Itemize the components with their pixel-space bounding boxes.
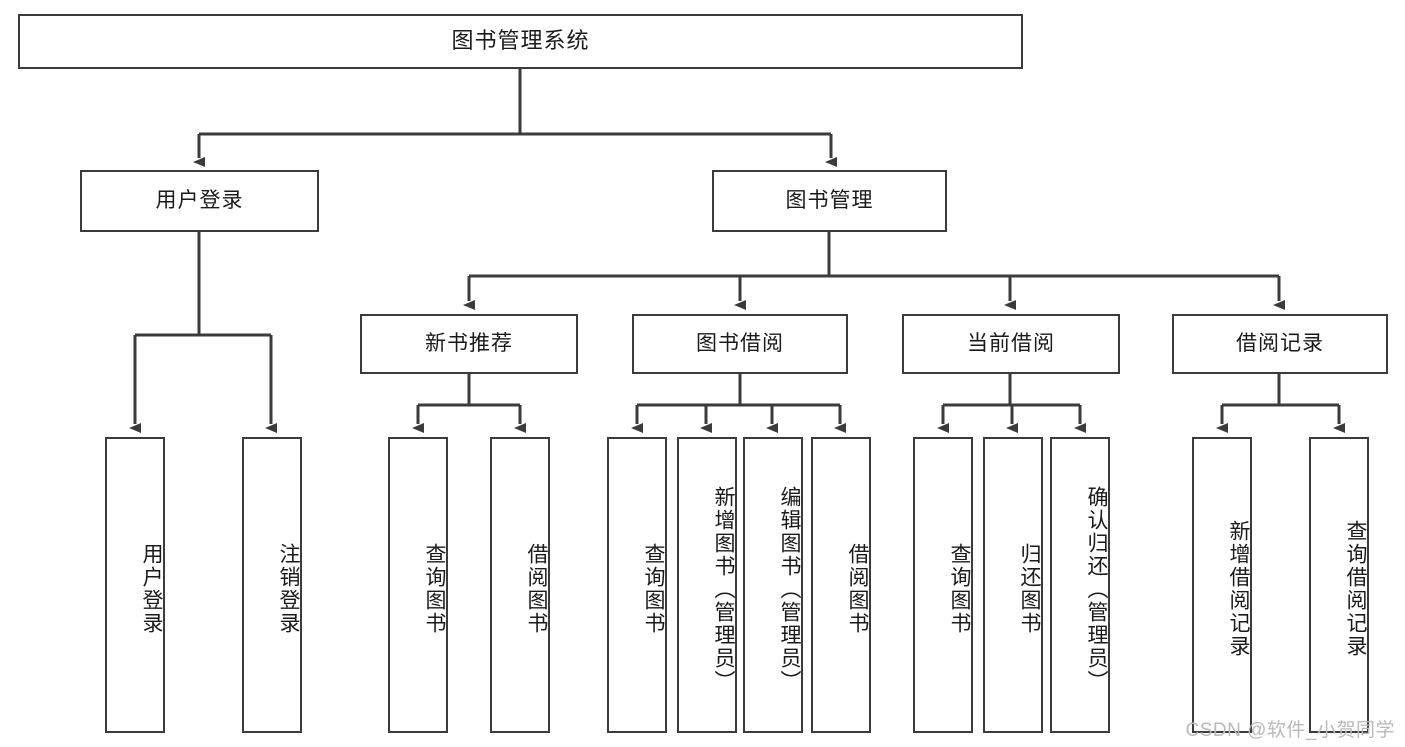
leaf-borrow-book[interactable]: 借阅图书 bbox=[811, 437, 871, 733]
node-label: 用户登录 bbox=[155, 189, 244, 213]
leaf-confirm-return-admin[interactable]: 确认归还（管理员） bbox=[1050, 437, 1110, 733]
node-borrow-record[interactable]: 借阅记录 bbox=[1172, 314, 1388, 374]
node-label: 查询图书 bbox=[948, 543, 971, 635]
node-label: 编辑图书（管理员） bbox=[778, 485, 801, 693]
leaf-edit-book-admin[interactable]: 编辑图书（管理员） bbox=[743, 437, 803, 733]
leaf-logout[interactable]: 注销登录 bbox=[242, 437, 302, 733]
leaf-query-book-current[interactable]: 查询图书 bbox=[913, 437, 973, 733]
leaf-borrow-book-recommend[interactable]: 借阅图书 bbox=[490, 437, 550, 733]
leaf-user-login[interactable]: 用户登录 bbox=[105, 437, 165, 733]
leaf-query-borrow-record[interactable]: 查询借阅记录 bbox=[1309, 437, 1369, 733]
node-root-book-management-system[interactable]: 图书管理系统 bbox=[18, 14, 1023, 69]
node-label: 用户登录 bbox=[140, 543, 163, 635]
leaf-return-book[interactable]: 归还图书 bbox=[983, 437, 1043, 733]
node-label: 新增图书（管理员） bbox=[712, 485, 735, 693]
node-user-login[interactable]: 用户登录 bbox=[80, 170, 319, 232]
node-label: 查询借阅记录 bbox=[1344, 520, 1367, 658]
node-book-borrow[interactable]: 图书借阅 bbox=[632, 314, 848, 374]
node-label: 借阅记录 bbox=[1236, 332, 1324, 356]
node-label: 确认归还（管理员） bbox=[1085, 485, 1108, 693]
leaf-query-book-borrow[interactable]: 查询图书 bbox=[607, 437, 667, 733]
leaf-add-borrow-record[interactable]: 新增借阅记录 bbox=[1192, 437, 1252, 733]
node-label: 查询图书 bbox=[642, 543, 665, 635]
node-label: 新增借阅记录 bbox=[1227, 520, 1250, 658]
node-label: 新书推荐 bbox=[425, 332, 513, 356]
node-label: 借阅图书 bbox=[525, 543, 548, 635]
node-new-book-recommend[interactable]: 新书推荐 bbox=[360, 314, 578, 374]
node-label: 图书管理 bbox=[785, 189, 874, 213]
node-label: 归还图书 bbox=[1018, 543, 1041, 635]
node-current-borrow[interactable]: 当前借阅 bbox=[902, 314, 1120, 374]
node-label: 图书管理系统 bbox=[451, 28, 590, 54]
node-label: 当前借阅 bbox=[967, 332, 1055, 356]
node-book-management[interactable]: 图书管理 bbox=[712, 170, 947, 232]
node-label: 查询图书 bbox=[423, 543, 446, 635]
node-label: 借阅图书 bbox=[846, 543, 869, 635]
node-label: 注销登录 bbox=[277, 543, 300, 635]
leaf-add-book-admin[interactable]: 新增图书（管理员） bbox=[677, 437, 737, 733]
node-label: 图书借阅 bbox=[696, 332, 784, 356]
watermark-text: CSDN @软件_小贺同学 bbox=[1185, 720, 1395, 741]
leaf-query-book-recommend[interactable]: 查询图书 bbox=[388, 437, 448, 733]
